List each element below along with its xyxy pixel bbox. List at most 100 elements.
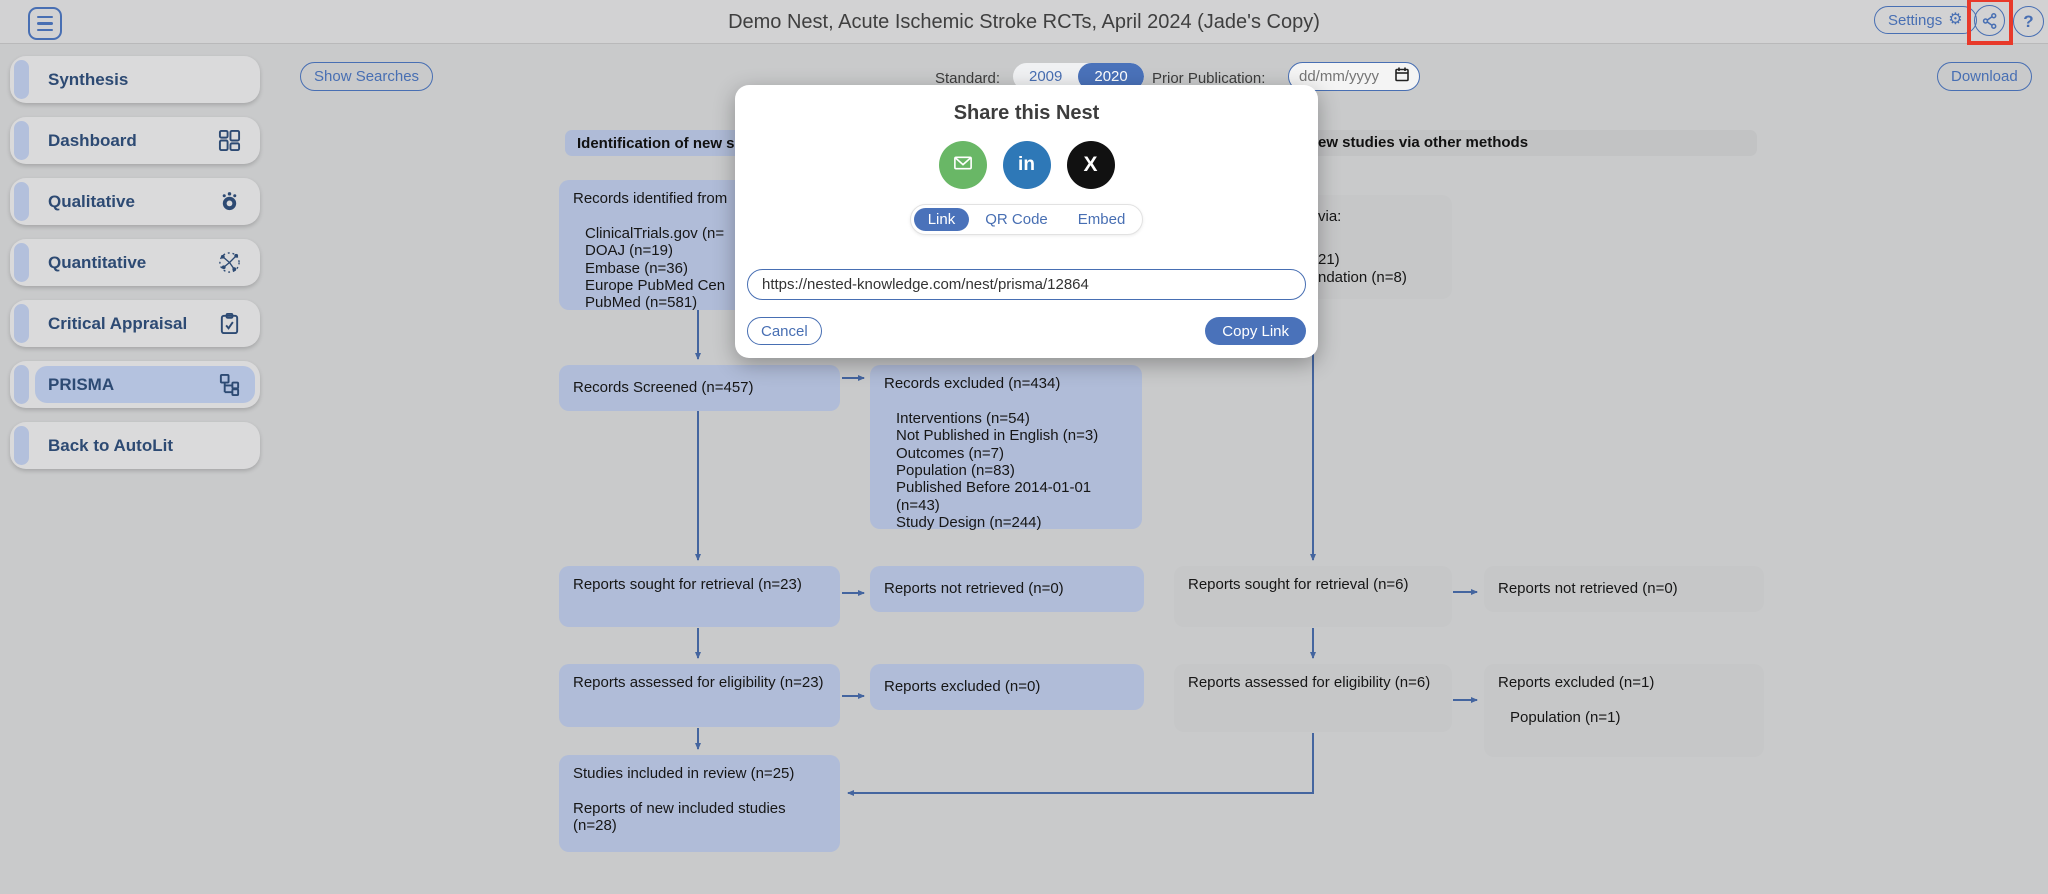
box-line: Reports sought for retrieval (n=23): [573, 576, 802, 593]
box-reports-sought-new: Reports sought for retrieval (n=23): [559, 566, 840, 627]
calendar-icon[interactable]: [1394, 66, 1410, 87]
sidebar-item-label: Quantitative: [48, 252, 147, 272]
box-line: ClinicalTrials.gov (n=: [585, 224, 725, 242]
share-options-row: in X: [735, 141, 1318, 189]
page-title: Demo Nest, Acute Ischemic Stroke RCTs, A…: [728, 10, 1320, 33]
email-share-icon: [950, 150, 976, 181]
date-input[interactable]: [1299, 68, 1387, 85]
box-line: Reports excluded (n=0): [884, 678, 1041, 696]
copy-link-button[interactable]: Copy Link: [1205, 317, 1306, 345]
x-share-icon: X: [1083, 153, 1098, 176]
sidebar-accent-bar: [14, 426, 29, 465]
box-records-screened: Records Screened (n=457): [559, 365, 840, 411]
box-line: Interventions (n=54): [896, 409, 1030, 427]
sidebar-item-back-to-autolit[interactable]: Back to AutoLit: [10, 422, 260, 469]
sidebar-accent-bar: [14, 304, 29, 343]
box-line: Published Before 2014-01-01 (n=43): [896, 479, 1092, 514]
box-reports-assessed-new: Reports assessed for eligibility (n=23): [559, 664, 840, 727]
share-url-input[interactable]: [747, 269, 1306, 300]
box-reports-not-retrieved-other: Reports not retrieved (n=0): [1484, 566, 1764, 612]
settings-button-label: Settings: [1888, 11, 1943, 29]
sidebar-item-qualitative[interactable]: Qualitative: [10, 178, 260, 225]
share-button-highlight-box: [1967, 0, 2013, 45]
share-nodes-icon: [1978, 9, 2002, 33]
cancel-button[interactable]: Cancel: [747, 317, 822, 345]
box-line: Reports sought for retrieval (n=6): [1188, 576, 1409, 593]
email-share-button[interactable]: [938, 141, 987, 189]
header-text-fragment: ew studies via other methods: [1318, 134, 1529, 151]
critical-appraisal-clipboard-icon: [217, 312, 241, 336]
box-records-excluded: Records excluded (n=434) Interventions (…: [870, 365, 1142, 532]
box-line: Reports not retrieved (n=0): [1498, 580, 1678, 598]
qualitative-sunburst-icon: [217, 190, 241, 214]
box-line: Population (n=1): [1510, 708, 1621, 726]
box-line: Reports assessed for eligibility (n=6): [1188, 674, 1431, 691]
sidebar-item-label: PRISMA: [48, 374, 115, 394]
box-line: DOAJ (n=19): [585, 242, 673, 260]
box-studies-included: Studies included in review (n=25) Report…: [559, 755, 840, 852]
box-line: Embase (n=36): [585, 259, 688, 277]
box-line: Reports of new included studies (n=28): [573, 799, 786, 835]
x-share-button[interactable]: X: [1066, 141, 1115, 189]
show-searches-button[interactable]: Show Searches: [300, 62, 434, 91]
box-line-fragment: 21): [1318, 251, 1340, 268]
question-mark-icon: ?: [2023, 11, 2034, 31]
sidebar-item-label: Critical Appraisal: [48, 313, 188, 333]
box-line: Reports excluded (n=1): [1498, 674, 1655, 691]
box-line: Study Design (n=244): [896, 514, 1042, 532]
sidebar-item-label: Dashboard: [48, 130, 137, 150]
box-line: Studies included in review (n=25): [573, 765, 795, 782]
box-line: Records identified from: [573, 190, 728, 207]
sidebar-accent-bar: [14, 121, 29, 160]
sidebar-accent-bar: [14, 365, 29, 404]
sidebar: Synthesis Dashboard Qualitative Quantita…: [10, 56, 260, 483]
box-reports-excluded-new: Reports excluded (n=0): [870, 664, 1144, 710]
sidebar-item-label: Qualitative: [48, 191, 135, 211]
prior-publication-label: Prior Publication:: [1152, 70, 1266, 87]
box-line: Not Published in English (n=3): [896, 427, 1099, 445]
quantitative-scatter-icon: [217, 251, 241, 275]
dashboard-grid-icon: [217, 129, 241, 153]
help-button[interactable]: ?: [2013, 6, 2044, 37]
box-line: Records excluded (n=434): [884, 375, 1061, 392]
tab-link[interactable]: Link: [913, 208, 970, 231]
box-line: Europe PubMed Cen: [585, 277, 726, 295]
box-line: Outcomes (n=7): [896, 444, 1004, 462]
share-mode-tabs: Link QR Code Embed: [909, 204, 1144, 235]
linkedin-share-button[interactable]: in: [1002, 141, 1051, 189]
tab-qr-code[interactable]: QR Code: [985, 211, 1048, 228]
box-reports-assessed-other: Reports assessed for eligibility (n=6): [1174, 664, 1452, 732]
sidebar-accent-bar: [14, 243, 29, 282]
sidebar-accent-bar: [14, 182, 29, 221]
box-line-fragment: ndation (n=8): [1318, 269, 1407, 286]
share-button[interactable]: [1974, 5, 2005, 36]
menu-hamburger-icon[interactable]: [28, 7, 62, 40]
sidebar-item-prisma[interactable]: PRISMA: [10, 361, 260, 408]
sidebar-accent-bar: [14, 60, 29, 99]
box-line: PubMed (n=581): [585, 294, 698, 312]
box-line: Reports assessed for eligibility (n=23): [573, 674, 824, 691]
box-reports-sought-other: Reports sought for retrieval (n=6): [1174, 566, 1452, 627]
settings-button[interactable]: Settings ⚙: [1874, 6, 1977, 34]
sidebar-item-label: Synthesis: [48, 69, 129, 89]
linkedin-share-icon: in: [1018, 154, 1035, 175]
tab-embed[interactable]: Embed: [1077, 211, 1126, 228]
box-line: Records Screened (n=457): [573, 379, 754, 397]
sidebar-item-dashboard[interactable]: Dashboard: [10, 117, 260, 164]
box-reports-not-retrieved-new: Reports not retrieved (n=0): [870, 566, 1144, 612]
sidebar-item-synthesis[interactable]: Synthesis: [10, 56, 260, 103]
modal-title: Share this Nest: [953, 102, 1100, 124]
standard-option-2009[interactable]: 2009: [1029, 68, 1063, 85]
box-line: Reports not retrieved (n=0): [884, 580, 1064, 598]
top-bar: Demo Nest, Acute Ischemic Stroke RCTs, A…: [0, 0, 2048, 45]
header-text-fragment: Identification of new s: [577, 134, 735, 152]
sidebar-item-critical-appraisal[interactable]: Critical Appraisal: [10, 300, 260, 347]
standard-label: Standard:: [935, 70, 1001, 87]
share-modal: Share this Nest in X Link QR Code Embed …: [735, 85, 1318, 358]
prisma-flowchart-icon: [217, 373, 241, 397]
box-reports-excluded-other: Reports excluded (n=1) Population (n=1): [1484, 664, 1764, 757]
sidebar-item-quantitative[interactable]: Quantitative: [10, 239, 260, 286]
box-line: Population (n=83): [896, 462, 1015, 480]
download-button[interactable]: Download: [1937, 62, 2032, 91]
gear-icon: ⚙: [1948, 11, 1963, 28]
